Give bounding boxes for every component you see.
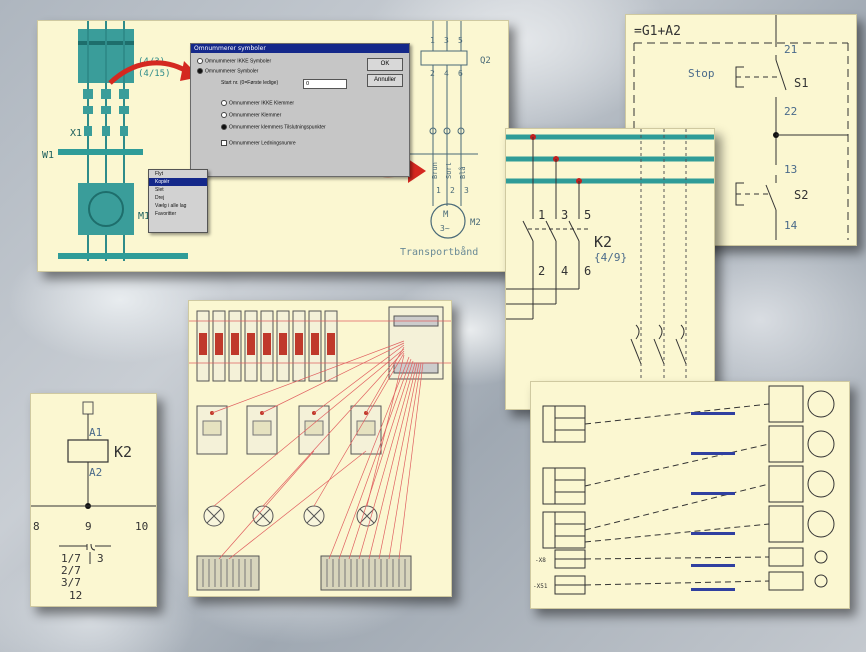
svg-text:Sort: Sort — [445, 162, 453, 179]
motor-description: Transportbånd — [400, 245, 478, 258]
svg-text:1: 1 — [538, 208, 545, 222]
menu-item-delete[interactable]: Slet — [155, 187, 164, 193]
terminal-x8-label: -X8 — [535, 557, 546, 564]
start-number-input[interactable]: 0 — [303, 79, 347, 89]
contactor-drawing: 1 3 5 K2 {4/9} 2 4 6 — [506, 129, 714, 409]
contactor-k2-label: K2 — [594, 233, 612, 251]
coil-panel: A1 K2 A2 8 9 10 1/7 3 2/7 3/7 12 — [30, 393, 157, 607]
svg-text:14: 14 — [784, 219, 798, 232]
radio-symbols[interactable]: Omnummerer Symboler — [197, 68, 258, 74]
svg-text:21: 21 — [784, 43, 797, 56]
breaker-row — [196, 310, 338, 382]
terminal-x51-label: -X51 — [533, 583, 548, 590]
circuit-header: =G1+A2 — [634, 24, 681, 39]
svg-text:2: 2 — [450, 186, 455, 195]
motor-m2-label: M2 — [470, 218, 481, 228]
svg-text:3: 3 — [97, 552, 104, 565]
svg-text:8: 8 — [33, 520, 40, 533]
svg-text:3: 3 — [561, 208, 568, 222]
terminal-strip-left — [196, 555, 260, 591]
coil-drawing: A1 K2 A2 8 9 10 1/7 3 2/7 3/7 12 — [31, 401, 156, 602]
motor-schematic-panel: (4/3) (4/15) X1 W1 M1 1 3 5 Q2 2 4 6 X1 … — [37, 20, 509, 272]
svg-text:3~: 3~ — [440, 224, 450, 233]
switch-s1-label: S1 — [794, 76, 808, 90]
svg-text:3/7: 3/7 — [61, 576, 81, 589]
terminal-strip-right — [320, 555, 412, 591]
menu-item-copy[interactable]: Kopiér — [149, 178, 207, 186]
contactor-k2-ref: {4/9} — [594, 251, 627, 264]
menu-item-select-all-layers[interactable]: Vælg i alle lag — [155, 203, 187, 209]
start-number-label: Start nr. (0=Første ledige) — [221, 80, 279, 86]
cable-lines — [584, 403, 770, 586]
svg-text:Blå: Blå — [458, 166, 467, 179]
cable-w1-bar — [58, 149, 143, 155]
motor-m1-label: M1 — [138, 211, 150, 222]
renumber-dialog: Omnummerer symboler Omnummerer IKKE Symb… — [190, 43, 410, 177]
coil-k2-symbol — [67, 439, 109, 463]
indicator-lamps — [203, 505, 378, 527]
coil-k2-label: K2 — [114, 443, 132, 461]
radio-terminals[interactable]: Omnummerer Klemmer — [221, 112, 281, 118]
terminal-x1-label: X1 — [70, 128, 82, 139]
svg-text:5: 5 — [584, 208, 591, 222]
stop-button-drawing: =G1+A2 21 Stop S1 22 13 S2 14 — [633, 15, 849, 240]
motor-m2-symbol — [430, 203, 466, 239]
terminal-diagram-panel: -X8 -X51 — [530, 381, 850, 609]
radio-terminal-points[interactable]: Omnummerer klemmers Tilslutningspunkter — [221, 124, 326, 130]
svg-text:2: 2 — [538, 264, 545, 278]
contactor-q2-label: Q2 — [480, 56, 491, 66]
terminal-groups — [542, 385, 835, 595]
stop-label: Stop — [688, 67, 715, 80]
ok-button[interactable]: OK — [367, 58, 403, 71]
svg-text:1/7: 1/7 — [61, 552, 81, 565]
radio-no-terminals[interactable]: Omnummerer IKKE Klemmer — [221, 100, 294, 106]
cable-w1-label: W1 — [42, 150, 54, 161]
contactor-panel: 1 3 5 K2 {4/9} 2 4 6 — [505, 128, 715, 410]
red-arrow-1 — [108, 60, 192, 85]
contactor-row — [196, 405, 382, 455]
svg-text:2/7: 2/7 — [61, 564, 81, 577]
svg-text:6: 6 — [584, 264, 591, 278]
contactor-q2-box — [420, 50, 468, 66]
svg-text:9: 9 — [85, 520, 92, 533]
dialog-title: Omnummerer symboler — [191, 44, 409, 53]
cabinet-layout-drawing — [189, 306, 451, 591]
cancel-button[interactable]: Annuller — [367, 74, 403, 87]
svg-text:M: M — [443, 210, 449, 220]
checkbox-wire-numbers[interactable]: Omnummerer Ledningsnumre — [221, 140, 296, 146]
motor-ref-2: (4/15) — [138, 69, 171, 79]
svg-text:10: 10 — [135, 520, 148, 533]
switch-s2-label: S2 — [794, 188, 808, 202]
svg-text:3: 3 — [464, 186, 469, 195]
svg-text:12: 12 — [69, 589, 82, 602]
context-menu: Flyt Kopiér Slet Drej Vælg i alle lag Fa… — [148, 169, 208, 233]
menu-item-favorites[interactable]: Favoritter — [155, 211, 177, 217]
cabinet-layout-panel — [188, 300, 452, 597]
svg-text:Brun: Brun — [431, 162, 439, 179]
menu-item-move[interactable]: Flyt — [155, 171, 164, 177]
wiring-lines — [189, 320, 451, 560]
svg-text:1: 1 — [436, 186, 441, 195]
coil-a1-label: A1 — [89, 426, 102, 439]
coil-a2-label: A2 — [89, 466, 102, 479]
menu-item-rotate[interactable]: Drej — [155, 195, 165, 201]
svg-text:22: 22 — [784, 105, 797, 118]
terminal-diagram-drawing: -X8 -X51 — [533, 385, 835, 595]
svg-text:4: 4 — [561, 264, 568, 278]
svg-text:13: 13 — [784, 163, 797, 176]
radio-no-symbols[interactable]: Omnummerer IKKE Symboler — [197, 58, 271, 64]
motor-m1-block — [78, 183, 134, 235]
